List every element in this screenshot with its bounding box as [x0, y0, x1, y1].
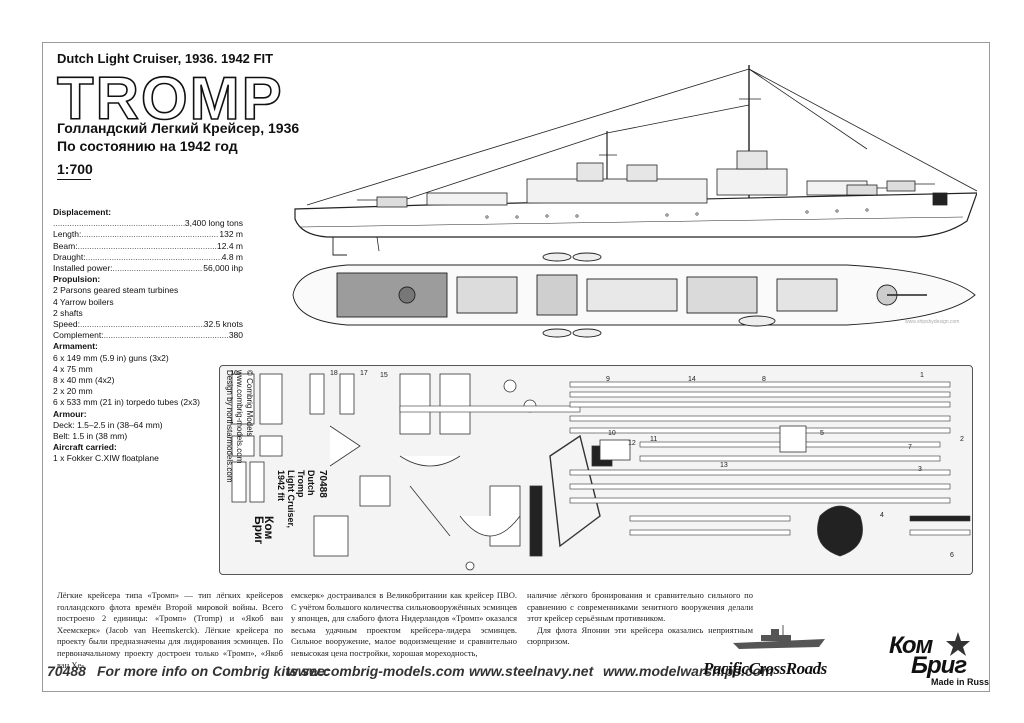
scale-label: 1:700 [57, 161, 93, 177]
scale-underline [57, 179, 91, 180]
complement-row: Complement:380 [53, 330, 243, 341]
fret-name-line: Light Cruiser, [286, 470, 296, 529]
propulsion-line: 2 shafts [53, 307, 83, 318]
description-column-1: Лёгкие крейсера типа «Тромп» — тип лёгки… [57, 590, 283, 670]
instruction-sheet: Dutch Light Cruiser, 1936. 1942 FIT TROM… [42, 42, 990, 692]
power-row: Installed power:56,000 ihp [53, 263, 243, 274]
combrig-logo: Ком Бриг Made in Russia [889, 631, 989, 691]
photo-etch-fret: 70488 Dutch Tromp Light Cruiser, 1942 fi… [219, 365, 973, 575]
ship-subtitle: Dutch Light Cruiser, 1936. 1942 FIT [57, 51, 274, 66]
footer-site-steelnavy[interactable]: www.steelnavy.net [469, 663, 594, 679]
armour-line: Deck: 1.5–2.5 in (38–64 mm) [53, 419, 163, 430]
armour-heading: Armour: [53, 408, 87, 419]
armament-line: 6 x 149 mm (5.9 in) guns (3x2) [53, 352, 169, 363]
description-column-3: наличие лёгкого бронирования и сравнител… [527, 590, 753, 647]
fret-part-number: 8 [762, 376, 766, 383]
drawing-watermark: www.shipsbydesign.com [905, 319, 960, 325]
fret-part-number: 15 [380, 372, 388, 379]
fret-name-line: Tromp [296, 470, 306, 498]
displacement-heading: Displacement: [53, 207, 112, 217]
specifications: Displacement: 3,400 long tons Length:132… [53, 207, 243, 465]
fret-part-number: 11 [650, 436, 658, 443]
armament-line: 6 x 533 mm (21 in) torpedo tubes (2x3) [53, 397, 200, 408]
fret-part-number: 5 [820, 430, 824, 437]
fret-part-number: 17 [360, 370, 368, 377]
draught-row: Draught:4.8 m [53, 252, 243, 263]
star-icon [946, 632, 970, 656]
fret-website: www.combrig-models.com [235, 370, 244, 464]
propulsion-line: 4 Yarrow boilers [53, 296, 114, 307]
armament-line: 4 x 75 mm [53, 363, 93, 374]
pacific-crossroads-logo: PacificCrossRoads [703, 659, 827, 678]
beam-row: Beam:12.4 m [53, 241, 243, 252]
fret-brand: Бриг [252, 516, 266, 545]
russian-title-line2: По состоянию на 1942 год [57, 138, 238, 154]
russian-title-line1: Голландский Легкий Крейсер, 1936 [57, 120, 300, 136]
fret-part-number: 7 [908, 444, 912, 451]
fret-part-number: 1 [920, 372, 924, 379]
footer-site-combrig[interactable]: www.combrig-models.com [287, 663, 465, 679]
fret-name-line: Dutch [306, 470, 316, 496]
made-in-russia: Made in Russia [931, 677, 990, 687]
displacement-row: 3,400 long tons [53, 218, 243, 229]
fret-part-number: 14 [688, 376, 696, 383]
fret-part-number: 10 [608, 430, 616, 437]
fret-name-line: 1942 fit [276, 470, 286, 502]
fret-part-number: 3 [918, 466, 922, 473]
aircraft-line: 1 x Fokker C.XIW floatplane [53, 453, 159, 464]
fret-part-number: 9 [606, 376, 610, 383]
logo-text-line1: Ком [889, 632, 933, 659]
armament-line: 8 x 40 mm (4x2) [53, 375, 115, 386]
footer-bar: 70488 For more info on Combrig kits see:… [43, 663, 989, 683]
propulsion-line: 2 Parsons geared steam turbines [53, 285, 179, 296]
fret-parts-drawing [231, 373, 971, 571]
logo-text-line2: Бриг [911, 652, 967, 679]
fret-design-credit: Design by northstarmodels.com [225, 370, 234, 483]
footer-more-info: For more info on Combrig kits see: [97, 663, 330, 679]
ship-profile-drawing [294, 65, 977, 256]
footer-site-modelwarships[interactable]: www.modelwarships.com [603, 663, 774, 679]
ship-title: TROMP [56, 65, 284, 132]
fret-part-number: 6 [950, 552, 954, 559]
armament-heading: Armament: [53, 341, 98, 352]
fret-part-number: 2 [960, 436, 964, 443]
length-row: Length:132 m [53, 229, 243, 240]
footer-code: 70488 [47, 663, 86, 679]
aircraft-heading: Aircraft carried: [53, 442, 117, 453]
speed-row: Speed:32.5 knots [53, 319, 243, 330]
fret-copyright: © Combrig Models [245, 370, 254, 437]
fret-part-number: 13 [720, 462, 728, 469]
fret-part-number: 4 [880, 512, 884, 519]
fret-product-code: 70488 [317, 470, 328, 498]
ship-plan-drawing [292, 252, 976, 338]
fret-part-number: 16 [230, 370, 238, 377]
armour-line: Belt: 1.5 in (38 mm) [53, 431, 128, 442]
fret-part-number: 18 [330, 370, 338, 377]
russian-title: Голландский Легкий Крейсер, 1936 По сост… [57, 119, 299, 155]
description-column-2: емскерк» достраивался в Великобритании к… [291, 590, 517, 658]
ship-silhouette [733, 625, 825, 649]
propulsion-heading: Propulsion: [53, 274, 101, 285]
armament-line: 2 x 20 mm [53, 386, 93, 397]
fret-part-number: 12 [628, 440, 636, 447]
